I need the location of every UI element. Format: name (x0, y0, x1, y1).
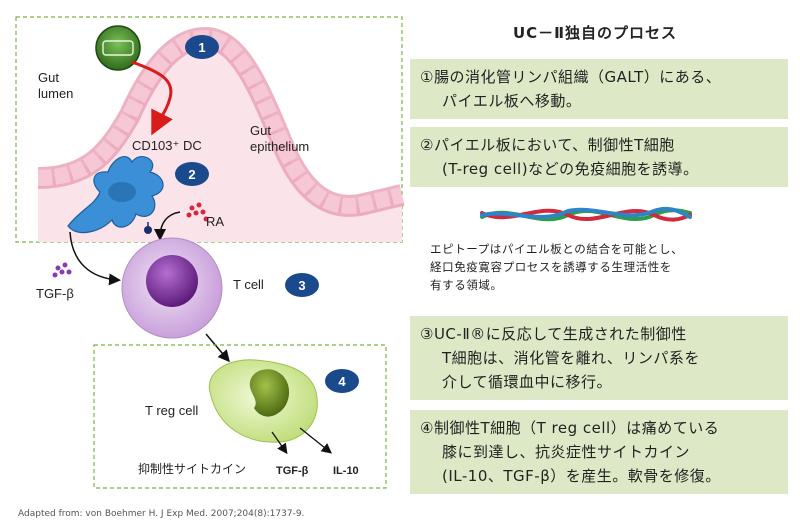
label-gut-lumen-1: Gut (38, 70, 59, 85)
epitope-line-2: 経口免疫寛容プロセスを誘導する生理活性を (430, 260, 672, 274)
epitope-line-3: 有する領域。 (430, 278, 503, 292)
label-il10-output: IL-10 (333, 465, 359, 477)
step-4-line-1: ④制御性T細胞（T reg cell）は痛めている (420, 419, 720, 437)
ra-dots (186, 202, 209, 222)
tgf-output-arrow (271, 431, 288, 455)
step-4-box: ④制御性T細胞（T reg cell）は痛めている 膝に到達し、抗炎症性サイトカ… (410, 410, 788, 494)
step-badge-2: 2 (175, 162, 209, 186)
tgf-arrow (69, 231, 121, 286)
step-2-line-1: ②パイエル板において、制御性T細胞 (420, 136, 675, 154)
step-4-line-3: (IL-10、TGF-β）を産生。軟骨を修復。 (442, 467, 721, 485)
epitope-description: エピトープはパイエル板との結合を可能とし、 経口免疫寛容プロセスを誘導する生理活… (430, 240, 790, 294)
step-1-line-2: パイエル板へ移動。 (442, 92, 582, 110)
step-2-box: ②パイエル板において、制御性T細胞 (T-reg cell)などの免疫細胞を誘導… (410, 127, 788, 187)
step-badge-4: 4 (325, 369, 359, 393)
process-title: UC－Ⅱ独自のプロセス (512, 24, 678, 42)
label-tgf-beta: TGF-β (36, 286, 74, 301)
treg-region-box (93, 344, 387, 489)
label-gut-lumen-2: lumen (38, 86, 73, 101)
label-gut-epithelium-2: epithelium (250, 139, 309, 154)
citation-footnote: Adapted from: von Boehmer H. J Exp Med. … (18, 509, 305, 519)
step-3-line-3: 介して循環血中に移行。 (442, 373, 613, 391)
step-1-box: ①腸の消化管リンパ組織（GALT）にある、 パイエル板へ移動。 (410, 59, 788, 119)
il10-output-arrow (299, 427, 333, 454)
label-cd103-dc: CD103⁺ DC (132, 138, 202, 153)
differentiation-arrow (205, 333, 230, 363)
label-treg-cell: T reg cell (145, 403, 198, 418)
svg-text:1: 1 (198, 40, 205, 55)
step-2-line-2: (T-reg cell)などの免疫細胞を誘導。 (442, 160, 699, 178)
step-4-line-2: 膝に到達し、抗炎症性サイトカイン (442, 443, 691, 461)
collagen-triple-helix (480, 206, 692, 222)
uptake-arrow (131, 60, 173, 136)
epitope-line-1: エピトープはパイエル板との結合を可能とし、 (430, 242, 684, 256)
label-suppressive-cytokine: 抑制性サイトカイン (138, 461, 246, 476)
label-ra: RA (206, 214, 224, 229)
t-cell (121, 237, 223, 339)
dendritic-cell (67, 156, 164, 234)
label-tgf-beta-output: TGF-β (276, 465, 309, 477)
treg-cell (208, 359, 318, 443)
uc-ii-capsule (95, 25, 141, 71)
step-1-line-1: ①腸の消化管リンパ組織（GALT）にある、 (420, 68, 722, 86)
step-3-line-1: ③UC-Ⅱ®に反応して生成された制御性 (420, 325, 687, 343)
step-3-box: ③UC-Ⅱ®に反応して生成された制御性 T細胞は、消化管を離れ、リンパ系を 介し… (410, 316, 788, 400)
step-3-line-2: T細胞は、消化管を離れ、リンパ系を (442, 349, 700, 367)
svg-text:4: 4 (338, 374, 346, 389)
ra-arrow (154, 211, 181, 241)
label-gut-epithelium-1: Gut (250, 123, 271, 138)
step-badge-3: 3 (285, 273, 319, 297)
step-badge-1: 1 (185, 35, 219, 59)
tgf-beta-dots (52, 262, 72, 278)
label-t-cell: T cell (233, 277, 264, 292)
svg-text:2: 2 (188, 167, 195, 182)
svg-text:3: 3 (298, 278, 305, 293)
gut-region-box (15, 16, 403, 243)
